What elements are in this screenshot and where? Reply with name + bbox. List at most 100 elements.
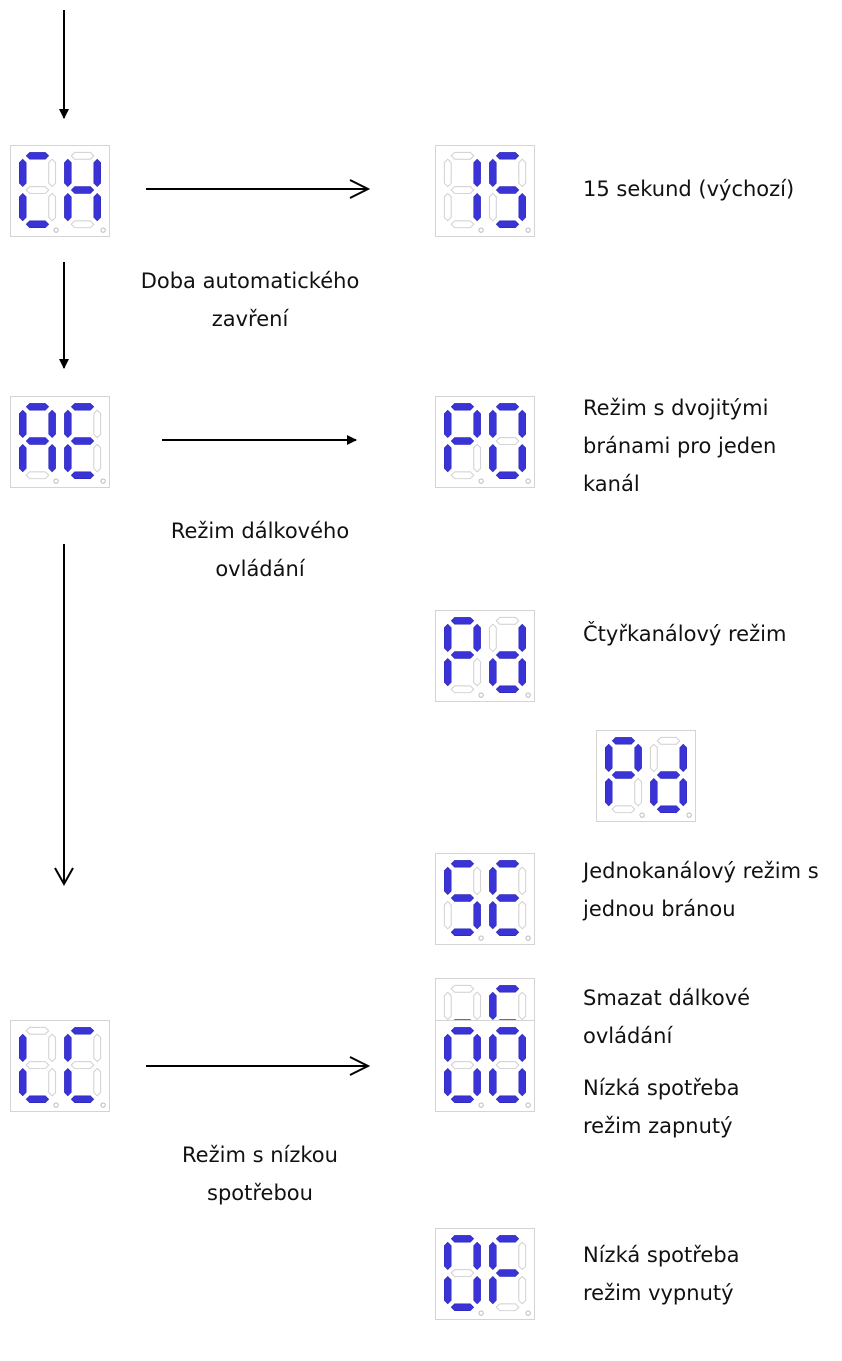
segment-c-digit-1 <box>48 192 57 222</box>
segment-b-digit-2 <box>518 1241 527 1271</box>
segment-a-digit-1 <box>450 1235 475 1243</box>
segment-e-digit-2 <box>650 778 658 807</box>
segment-f-digit-1 <box>444 866 452 896</box>
display-pd-extra <box>596 730 696 822</box>
segment-f-digit-1 <box>443 991 452 1021</box>
segment-d-digit-2 <box>495 220 520 228</box>
segment-e-digit-1 <box>19 1068 27 1097</box>
segment-c-digit-2 <box>518 658 526 687</box>
arrow-lc-to-00-head <box>349 1056 371 1076</box>
decimal-point-2 <box>525 692 531 698</box>
segment-e-digit-2 <box>489 901 497 930</box>
segment-b-digit-1 <box>634 743 642 773</box>
segment-g-digit-1 <box>450 437 475 445</box>
decimal-point-2 <box>525 1102 531 1108</box>
segment-a-digit-1 <box>450 617 475 625</box>
decimal-point-2 <box>686 812 692 818</box>
segment-g-digit-1 <box>450 894 475 902</box>
display-ae <box>10 396 110 488</box>
segment-a-digit-1 <box>450 151 475 160</box>
segment-b-digit-1 <box>473 991 482 1021</box>
decimal-point-2 <box>100 478 106 484</box>
segment-a-digit-1 <box>25 1026 50 1035</box>
decimal-point-1 <box>53 478 59 484</box>
seven-segment-digits <box>19 1026 106 1108</box>
caption-auto-close: Doba automatického zavření <box>140 269 360 331</box>
seven-segment-digits <box>444 1235 531 1316</box>
segment-f-digit-1 <box>19 1033 27 1063</box>
segment-a-digit-2 <box>495 152 520 160</box>
segment-g-digit-1 <box>25 1061 50 1069</box>
segment-f-digit-1 <box>443 158 452 188</box>
decimal-point-1 <box>478 1310 484 1316</box>
segment-b-digit-2 <box>93 1033 102 1063</box>
seven-segment-digits <box>19 403 106 484</box>
segment-c-digit-2 <box>518 1068 526 1097</box>
segment-e-digit-2 <box>489 658 497 687</box>
segment-c-digit-2 <box>679 778 687 807</box>
seven-segment-digits <box>444 1027 531 1108</box>
segment-g-digit-2 <box>70 437 95 445</box>
segment-b-digit-2 <box>518 991 527 1021</box>
segment-c-digit-2 <box>518 444 526 473</box>
decimal-point-1 <box>53 1102 59 1108</box>
segment-c-digit-1 <box>473 443 482 473</box>
segment-e-digit-2 <box>489 444 497 473</box>
segment-a-digit-2 <box>495 985 520 993</box>
segment-b-digit-2 <box>93 158 101 188</box>
segment-b-digit-1 <box>473 623 481 653</box>
option-label-15-seconds: 15 sekund (výchozí) <box>583 177 795 201</box>
segment-b-digit-2 <box>518 1033 526 1063</box>
segment-b-digit-1 <box>473 409 481 439</box>
segment-g-digit-2 <box>656 771 681 779</box>
display-p0 <box>435 396 535 488</box>
option-label-single-gate: Jednokanálový režim s jednou bránou <box>583 859 819 921</box>
segment-f-digit-1 <box>444 623 452 653</box>
segment-a-digit-1 <box>450 403 475 411</box>
segment-d-digit-2 <box>495 928 520 936</box>
segment-g-digit-1 <box>25 186 50 194</box>
decimal-point-1 <box>639 812 645 818</box>
segment-c-digit-2 <box>518 1275 527 1305</box>
segment-a-digit-1 <box>25 403 50 411</box>
segment-f-digit-1 <box>444 1033 452 1063</box>
display-0f <box>435 1228 535 1320</box>
segment-g-digit-1 <box>450 1061 475 1069</box>
segment-c-digit-1 <box>473 193 481 222</box>
segment-e-digit-1 <box>19 193 27 222</box>
segment-b-digit-1 <box>48 158 57 188</box>
segment-g-digit-2 <box>495 894 520 902</box>
decimal-point-2 <box>100 1102 106 1108</box>
segment-f-digit-1 <box>19 158 27 188</box>
segment-b-digit-2 <box>518 623 526 653</box>
segment-d-digit-1 <box>450 1303 475 1311</box>
segment-g-digit-2 <box>70 186 95 194</box>
segment-d-digit-1 <box>450 928 475 936</box>
decimal-point-2 <box>525 478 531 484</box>
segment-f-digit-2 <box>489 866 497 896</box>
segment-c-digit-2 <box>93 1067 102 1097</box>
arrow-ch-to-15-head <box>349 179 371 199</box>
option-label-dual-gate: Režim s dvojitými bránami pro jeden kaná… <box>583 396 777 496</box>
segment-c-digit-2 <box>93 443 102 473</box>
segment-d-digit-2 <box>495 685 520 693</box>
segment-a-digit-1 <box>450 1027 475 1035</box>
decimal-point-2 <box>525 1310 531 1316</box>
segment-c-digit-2 <box>518 193 526 222</box>
segment-c-digit-1 <box>48 1067 57 1097</box>
option-label-low-power-on: Nízká spotřeba režim zapnutý <box>583 1076 740 1138</box>
segment-a-digit-2 <box>495 616 520 625</box>
segment-a-digit-2 <box>70 403 95 411</box>
segment-b-digit-1 <box>473 866 482 896</box>
decimal-point-2 <box>525 935 531 941</box>
segment-b-digit-1 <box>473 1241 481 1271</box>
segment-b-digit-1 <box>473 1033 481 1063</box>
segment-a-digit-2 <box>495 1235 520 1243</box>
segment-a-digit-1 <box>450 860 475 868</box>
segment-b-digit-2 <box>93 409 102 439</box>
segment-e-digit-2 <box>488 192 497 222</box>
segment-b-digit-1 <box>48 409 56 439</box>
segment-d-digit-2 <box>495 1303 520 1312</box>
decimal-point-1 <box>478 692 484 698</box>
